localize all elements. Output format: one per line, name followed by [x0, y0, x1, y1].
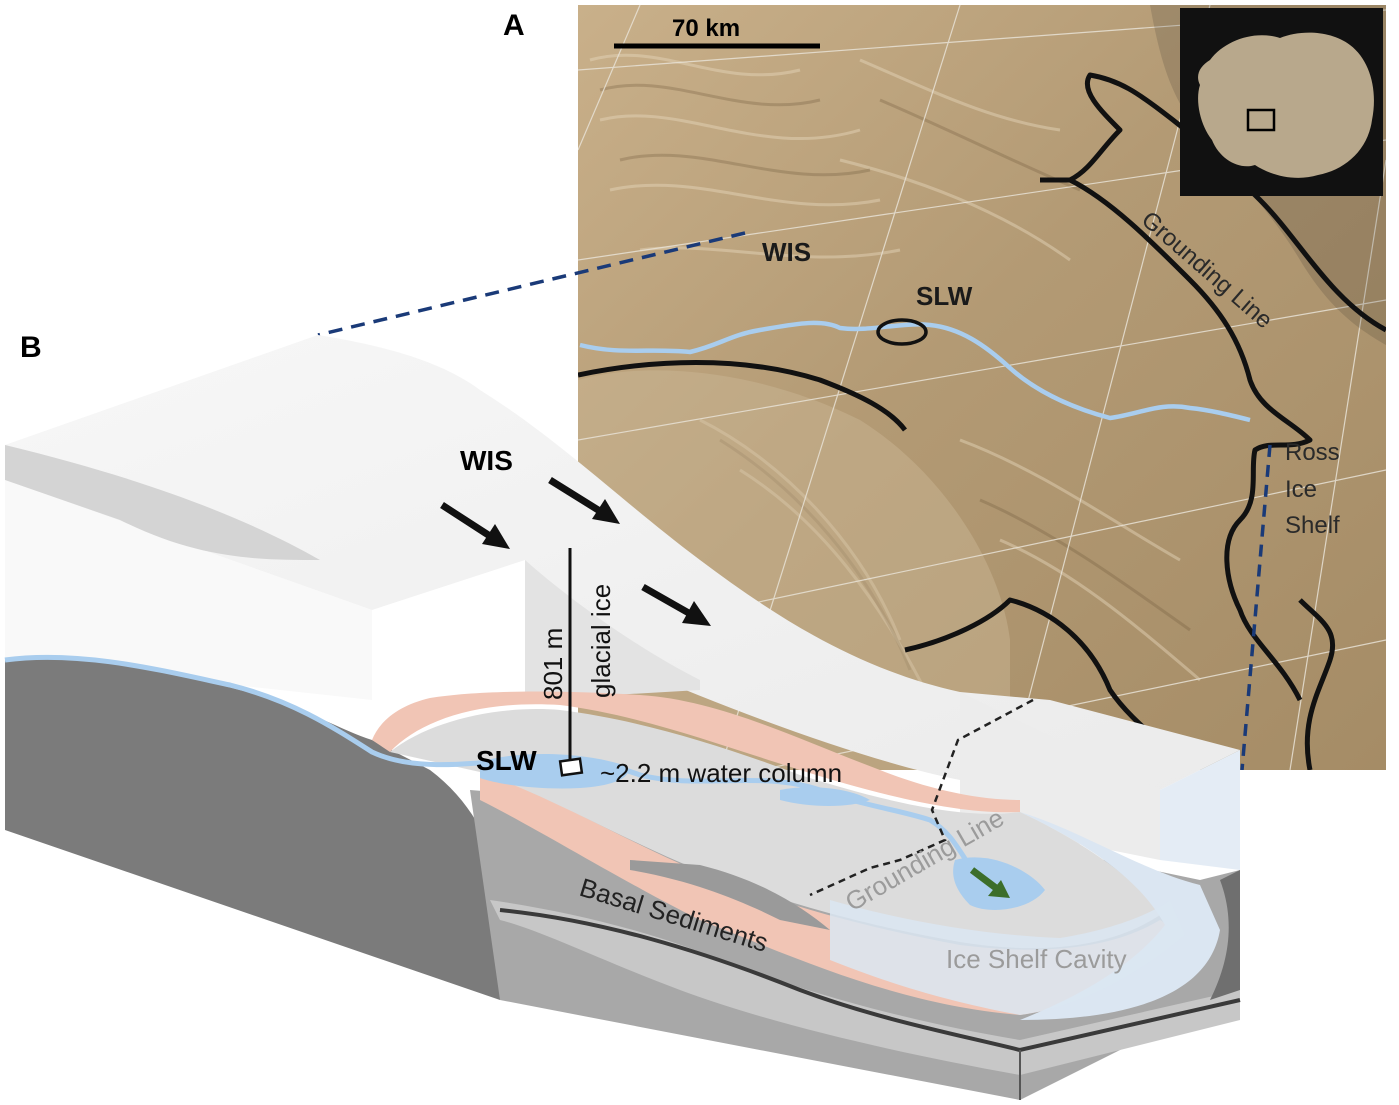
ice-top-surface: [5, 335, 1240, 790]
ross-ice-shelf-label-3: Shelf: [1285, 512, 1340, 539]
diagram-slw-label: SLW: [476, 745, 537, 776]
sediment-band: [490, 900, 1240, 1075]
ross-ice-shelf-label-2: Ice: [1285, 476, 1317, 503]
sediment-pink-layer: [372, 691, 1020, 813]
borehole-probe: [558, 757, 584, 777]
antarctica-inset: [1180, 8, 1383, 196]
map-water-path: [579, 320, 1251, 423]
diagram-wis-label: WIS: [460, 445, 513, 476]
connector-dashed-line: [317, 231, 746, 337]
ice-shelf-cavity-label: Ice Shelf Cavity: [946, 944, 1127, 974]
block-diagram: WIS SLW 801 m glacial ice ~2.2 m water c…: [4, 335, 1241, 1100]
panel-a-label: A: [503, 9, 525, 42]
diagram-grounding-line: [809, 698, 1034, 897]
ice-left-face: [5, 445, 372, 700]
map-lake-outline: [876, 318, 928, 346]
inset-location-box: [1246, 108, 1276, 132]
water-column-label: ~2.2 m water column: [600, 758, 842, 788]
scale-bar-label: 70 km: [672, 15, 740, 42]
ice-shelf-end: [1160, 750, 1240, 870]
map-shelf-dashed-line: [1240, 444, 1272, 770]
map-texture: [589, 53, 1201, 701]
map-wis-label: WIS: [762, 237, 811, 267]
panel-b-label: B: [20, 331, 42, 364]
subglacial-lake: [480, 753, 628, 789]
ice-shelf-cavity: [1020, 812, 1220, 1020]
map-slw-label: SLW: [916, 281, 973, 311]
glacial-ice-label: glacial ice: [586, 584, 616, 698]
ross-ice-shelf-label-1: Ross: [1285, 439, 1340, 466]
map-grounding-lines: [578, 72, 1386, 770]
depth-label: 801 m: [538, 628, 568, 700]
antarctica-shape: [1198, 32, 1374, 178]
ice-flow-arrows: [440, 477, 711, 626]
bedrock-left: [5, 657, 500, 1000]
flow-arrow-green: [969, 867, 1010, 898]
